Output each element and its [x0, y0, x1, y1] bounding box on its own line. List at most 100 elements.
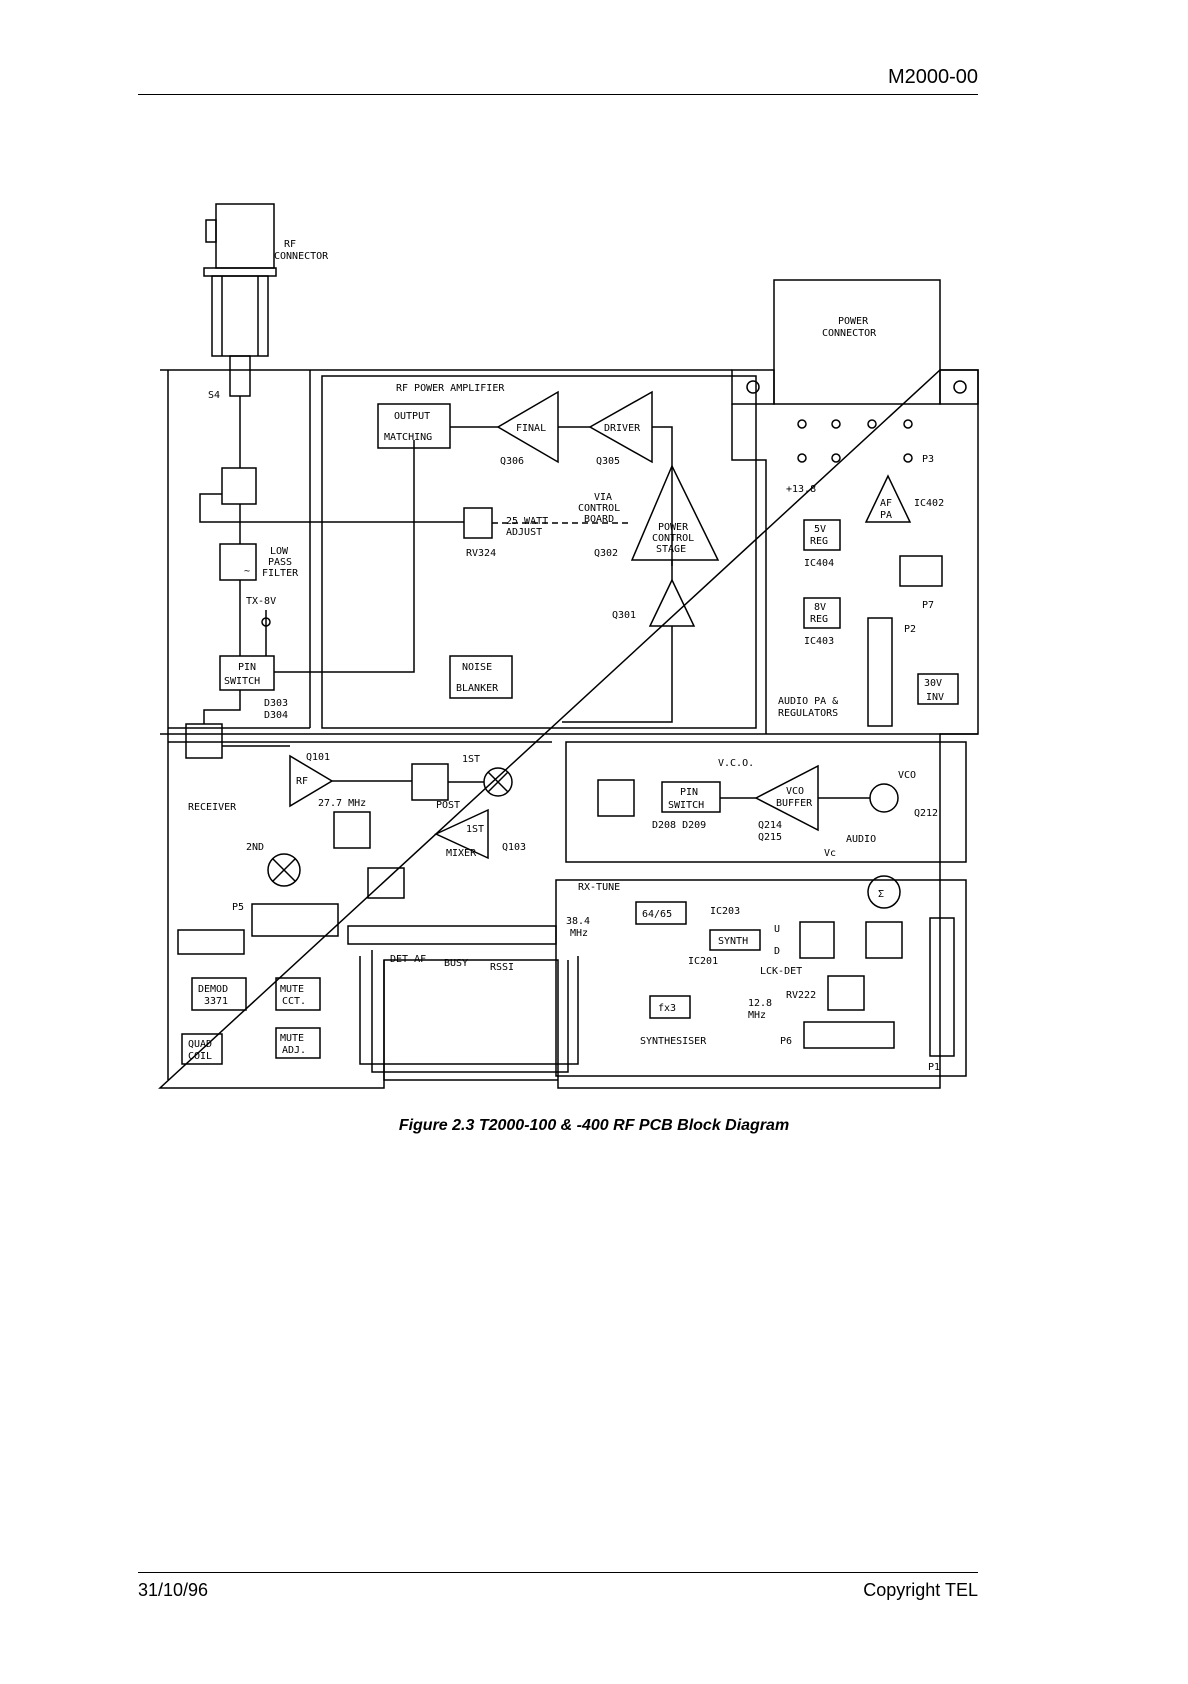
via-label: VIA [594, 492, 612, 503]
document-reference: M2000-00 [887, 66, 978, 88]
mhz277-label: 27.7 MHz [318, 798, 366, 809]
lock-detect-label: LCK-DET [760, 966, 802, 977]
power-connector [773, 279, 941, 405]
rf-connector-label: RF [284, 239, 296, 250]
power-mount-right [939, 369, 979, 405]
regulator-5v-label-2: REG [810, 536, 828, 547]
regulator-8v [803, 597, 841, 629]
unlabelled-block [177, 929, 245, 955]
power-connector-label-2: CONNECTOR [822, 328, 877, 339]
rv324-potentiometer [463, 507, 493, 539]
rx-tune-label: RX-TUNE [578, 882, 620, 893]
rf-power-amplifier-label: RF POWER AMPLIFIER [396, 383, 505, 394]
figure-caption: Figure 2.3 T2000-100 & -400 RF PCB Block… [398, 1117, 790, 1134]
det-af-label: DET AF [390, 954, 426, 965]
q212-label: Q212 [914, 808, 938, 819]
header-rule [138, 94, 978, 95]
quad-coil [181, 1033, 223, 1065]
output-matching-label: OUTPUT [394, 411, 430, 422]
power-mount-left [731, 369, 775, 405]
watt-adjust-label-2: ADJUST [506, 527, 542, 538]
synth-label: SYNTH [718, 936, 748, 947]
regulator-8v-label: 8V [814, 602, 826, 613]
vco-label: VCO [898, 770, 916, 781]
af-pa-label: AF [880, 498, 892, 509]
pin-switch-label-2: SWITCH [224, 676, 260, 687]
q305-label: Q305 [596, 456, 620, 467]
q302-label: Q302 [594, 548, 618, 559]
rx-switch [367, 867, 405, 899]
rx-input-filter [185, 723, 223, 759]
demod-label: DEMOD [198, 984, 228, 995]
rf-amplifier [289, 754, 334, 808]
rx-bandpass-filter [411, 763, 449, 801]
frequency-multiplier [649, 995, 691, 1019]
vco-region [565, 741, 967, 863]
demodulator-3371 [191, 977, 247, 1011]
q214-label: Q214 [758, 820, 782, 831]
rv222-potentiometer [827, 975, 865, 1011]
power-control-label: POWER [658, 522, 689, 533]
second-mixer [267, 853, 301, 887]
mhz128-label-2: MHz [748, 1010, 766, 1021]
tx8v-label: TX-8V [246, 596, 276, 607]
mute-circuit [275, 977, 321, 1011]
mute-adjust-label-2: ADJ. [282, 1045, 306, 1056]
quad-coil-label-2: COIL [188, 1051, 212, 1062]
quad-coil-label: QUAD [188, 1039, 212, 1050]
first-label: 1ST [462, 754, 480, 765]
post-mixer-amplifier [434, 808, 489, 860]
final-label: FINAL [516, 423, 546, 434]
d303-label: D303 [264, 698, 288, 709]
ic404-label: IC404 [804, 558, 834, 569]
audio-pa-regulators-label: AUDIO PA & [778, 696, 838, 707]
p6-label: P6 [780, 1036, 792, 1047]
prescaler-label: 64/65 [642, 909, 672, 920]
rx-signal-bus [347, 925, 557, 945]
mixer-1st-label: 1ST [466, 824, 484, 835]
audio-label: AUDIO [846, 834, 876, 845]
rssi-label: RSSI [490, 962, 514, 973]
s4-label: S4 [208, 390, 220, 401]
ic402-label: IC402 [914, 498, 944, 509]
driver-label: DRIVER [604, 423, 641, 434]
power-connector-label: POWER [838, 316, 869, 327]
low-pass-filter-label: LOW [270, 546, 289, 557]
via-label-2: CONTROL [578, 503, 620, 514]
vc-label: Vc [824, 848, 836, 859]
mute-circuit-label-2: CCT. [282, 996, 306, 1007]
demod-label-2: 3371 [204, 996, 228, 1007]
rv324-label: RV324 [466, 548, 496, 559]
regulator-8v-label-2: REG [810, 614, 828, 625]
connector-p2 [867, 617, 893, 727]
audio-pa-regulators-label-2: REGULATORS [778, 708, 838, 719]
mount-hole-icon [953, 380, 967, 394]
via-label-3: BOARD [584, 514, 614, 525]
vco-filter [597, 779, 635, 817]
board-outline [158, 369, 979, 1089]
power-control-label-2: CONTROL [652, 533, 694, 544]
vco-pin-switch-label-2: SWITCH [668, 800, 704, 811]
noise-blanker-label: NOISE [462, 662, 492, 673]
regulator-5v [803, 519, 841, 551]
mhz384-label: 38.4 [566, 916, 590, 927]
frequency-multiplier-label: fx3 [658, 1003, 676, 1014]
v138-label: +13.8 [786, 484, 816, 495]
footer-copyright: Copyright TEL [863, 1580, 978, 1600]
ic403-label: IC403 [804, 636, 834, 647]
filter-icon: ~ [244, 566, 250, 577]
directional-coupler [221, 467, 257, 505]
q306-label: Q306 [500, 456, 524, 467]
connector-p7 [899, 555, 943, 587]
loop-filter [865, 921, 903, 959]
pin-switch-tx [219, 655, 275, 691]
vco-oscillator [869, 783, 899, 813]
q301-label: Q301 [612, 610, 636, 621]
rf-connector-label-2: CONNECTOR [274, 251, 329, 262]
mixer-label: MIXER [446, 848, 477, 859]
inverter-label: 30V [924, 678, 942, 689]
output-matching-label-2: MATCHING [384, 432, 432, 443]
p5-label: P5 [232, 902, 244, 913]
pin-switch-label: PIN [238, 662, 256, 673]
